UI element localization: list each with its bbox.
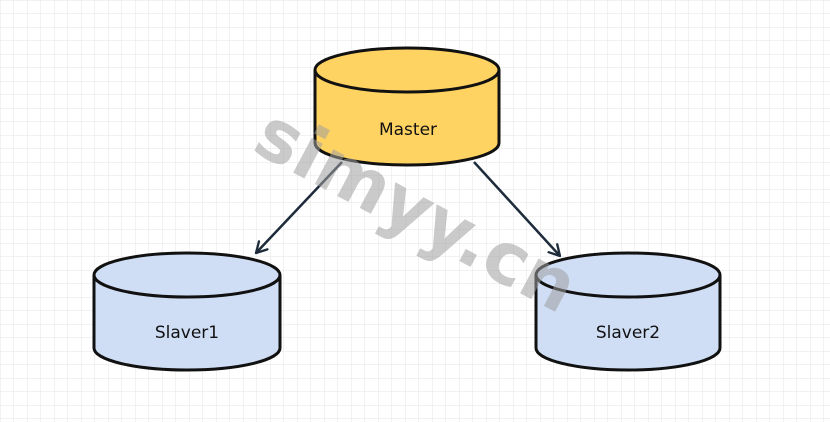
master-cylinder-top [313,46,501,94]
master-node[interactable]: Master [313,46,501,167]
slaver2-cylinder-top [534,251,722,299]
slaver1-cylinder-top [92,251,282,299]
master-label: Master [379,120,437,140]
edge-master-to-slaver2[interactable] [473,161,562,258]
edge-master-to-slaver1[interactable] [254,161,343,255]
slaver2-label: Slaver2 [596,323,660,343]
slaver1-node[interactable]: Slaver1 [92,251,282,372]
slaver2-node[interactable]: Slaver2 [534,251,722,372]
slaver2-cylinder-body [534,275,722,372]
slaver1-label: Slaver1 [155,323,219,343]
slaver1-cylinder-body [92,275,282,372]
master-cylinder-body [313,70,501,167]
